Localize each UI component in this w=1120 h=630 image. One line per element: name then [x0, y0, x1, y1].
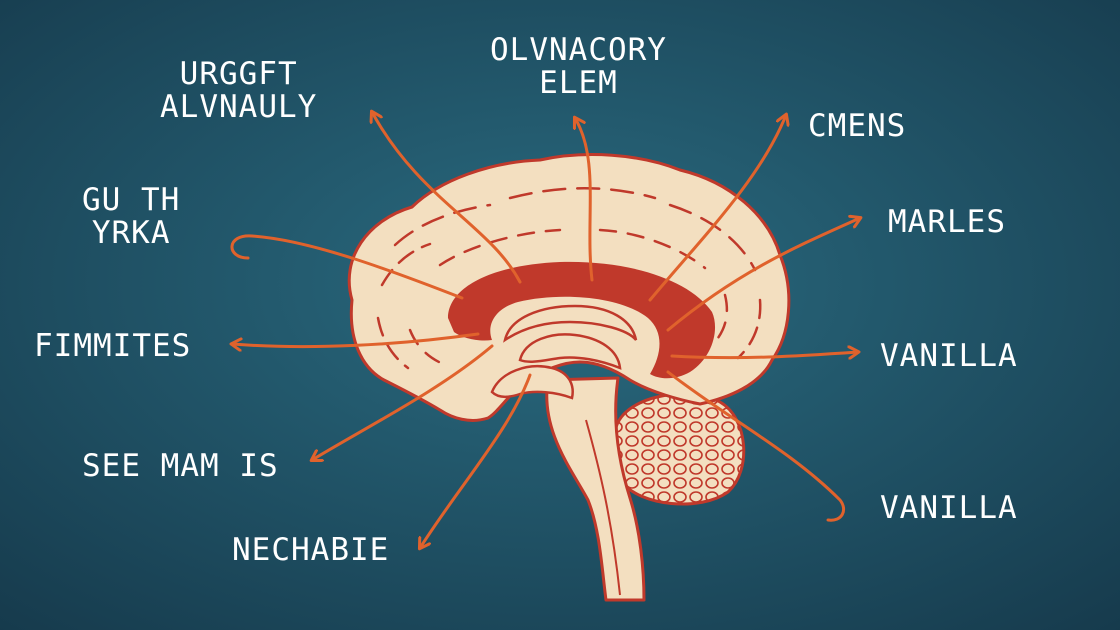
- label-upper-left-line1: GU TH: [82, 182, 181, 218]
- label-right-middle: VANILLA: [880, 338, 1018, 374]
- arrow-upper-left: [230, 234, 464, 300]
- label-top-right: CMENS: [808, 108, 907, 144]
- arrow-top-left: [372, 112, 522, 284]
- label-right-upper: MARLES: [888, 204, 1006, 240]
- arrow-lower-left: [312, 344, 494, 460]
- label-lower-left-text: SEE MAM IS: [82, 448, 279, 484]
- label-top-left-line1: URGGFT: [179, 56, 298, 92]
- arrow-middle-left: [232, 332, 480, 347]
- label-top-left-line2: ALVNAULY: [160, 89, 318, 126]
- label-bottom-center-text: NECHABIE: [232, 532, 390, 568]
- label-top-center-line2: ELEM: [539, 65, 618, 102]
- label-right-upper-text: MARLES: [888, 204, 1006, 240]
- brain-stem: [545, 376, 646, 602]
- label-middle-left: FIMMITES: [34, 328, 192, 364]
- label-right-lower-text: VANILLA: [880, 490, 1018, 526]
- label-top-center: OLVNACORY ELEM: [490, 32, 667, 102]
- label-bottom-center: NECHABIE: [232, 532, 390, 568]
- label-lower-left: SEE MAM IS: [82, 448, 279, 484]
- label-top-right-text: CMENS: [808, 108, 907, 144]
- arrow-top-right: [648, 115, 786, 302]
- label-upper-left: GU TH YRKA: [82, 182, 181, 252]
- arrow-right-lower: [666, 370, 845, 522]
- label-right-middle-text: VANILLA: [880, 338, 1018, 374]
- label-middle-left-text: FIMMITES: [34, 328, 192, 364]
- arrows: [232, 112, 860, 548]
- label-top-left: URGGFT ALVNAULY: [160, 56, 318, 126]
- label-right-lower: VANILLA: [880, 490, 1018, 526]
- label-upper-left-line2: YRKA: [91, 215, 171, 252]
- arrow-bottom-center: [420, 373, 532, 548]
- arrow-right-upper: [666, 218, 860, 332]
- arrow-right-middle: [670, 352, 858, 358]
- label-top-center-line1: OLVNACORY: [490, 32, 667, 68]
- cerebrum: [347, 153, 791, 422]
- arrow-top-center: [575, 118, 594, 282]
